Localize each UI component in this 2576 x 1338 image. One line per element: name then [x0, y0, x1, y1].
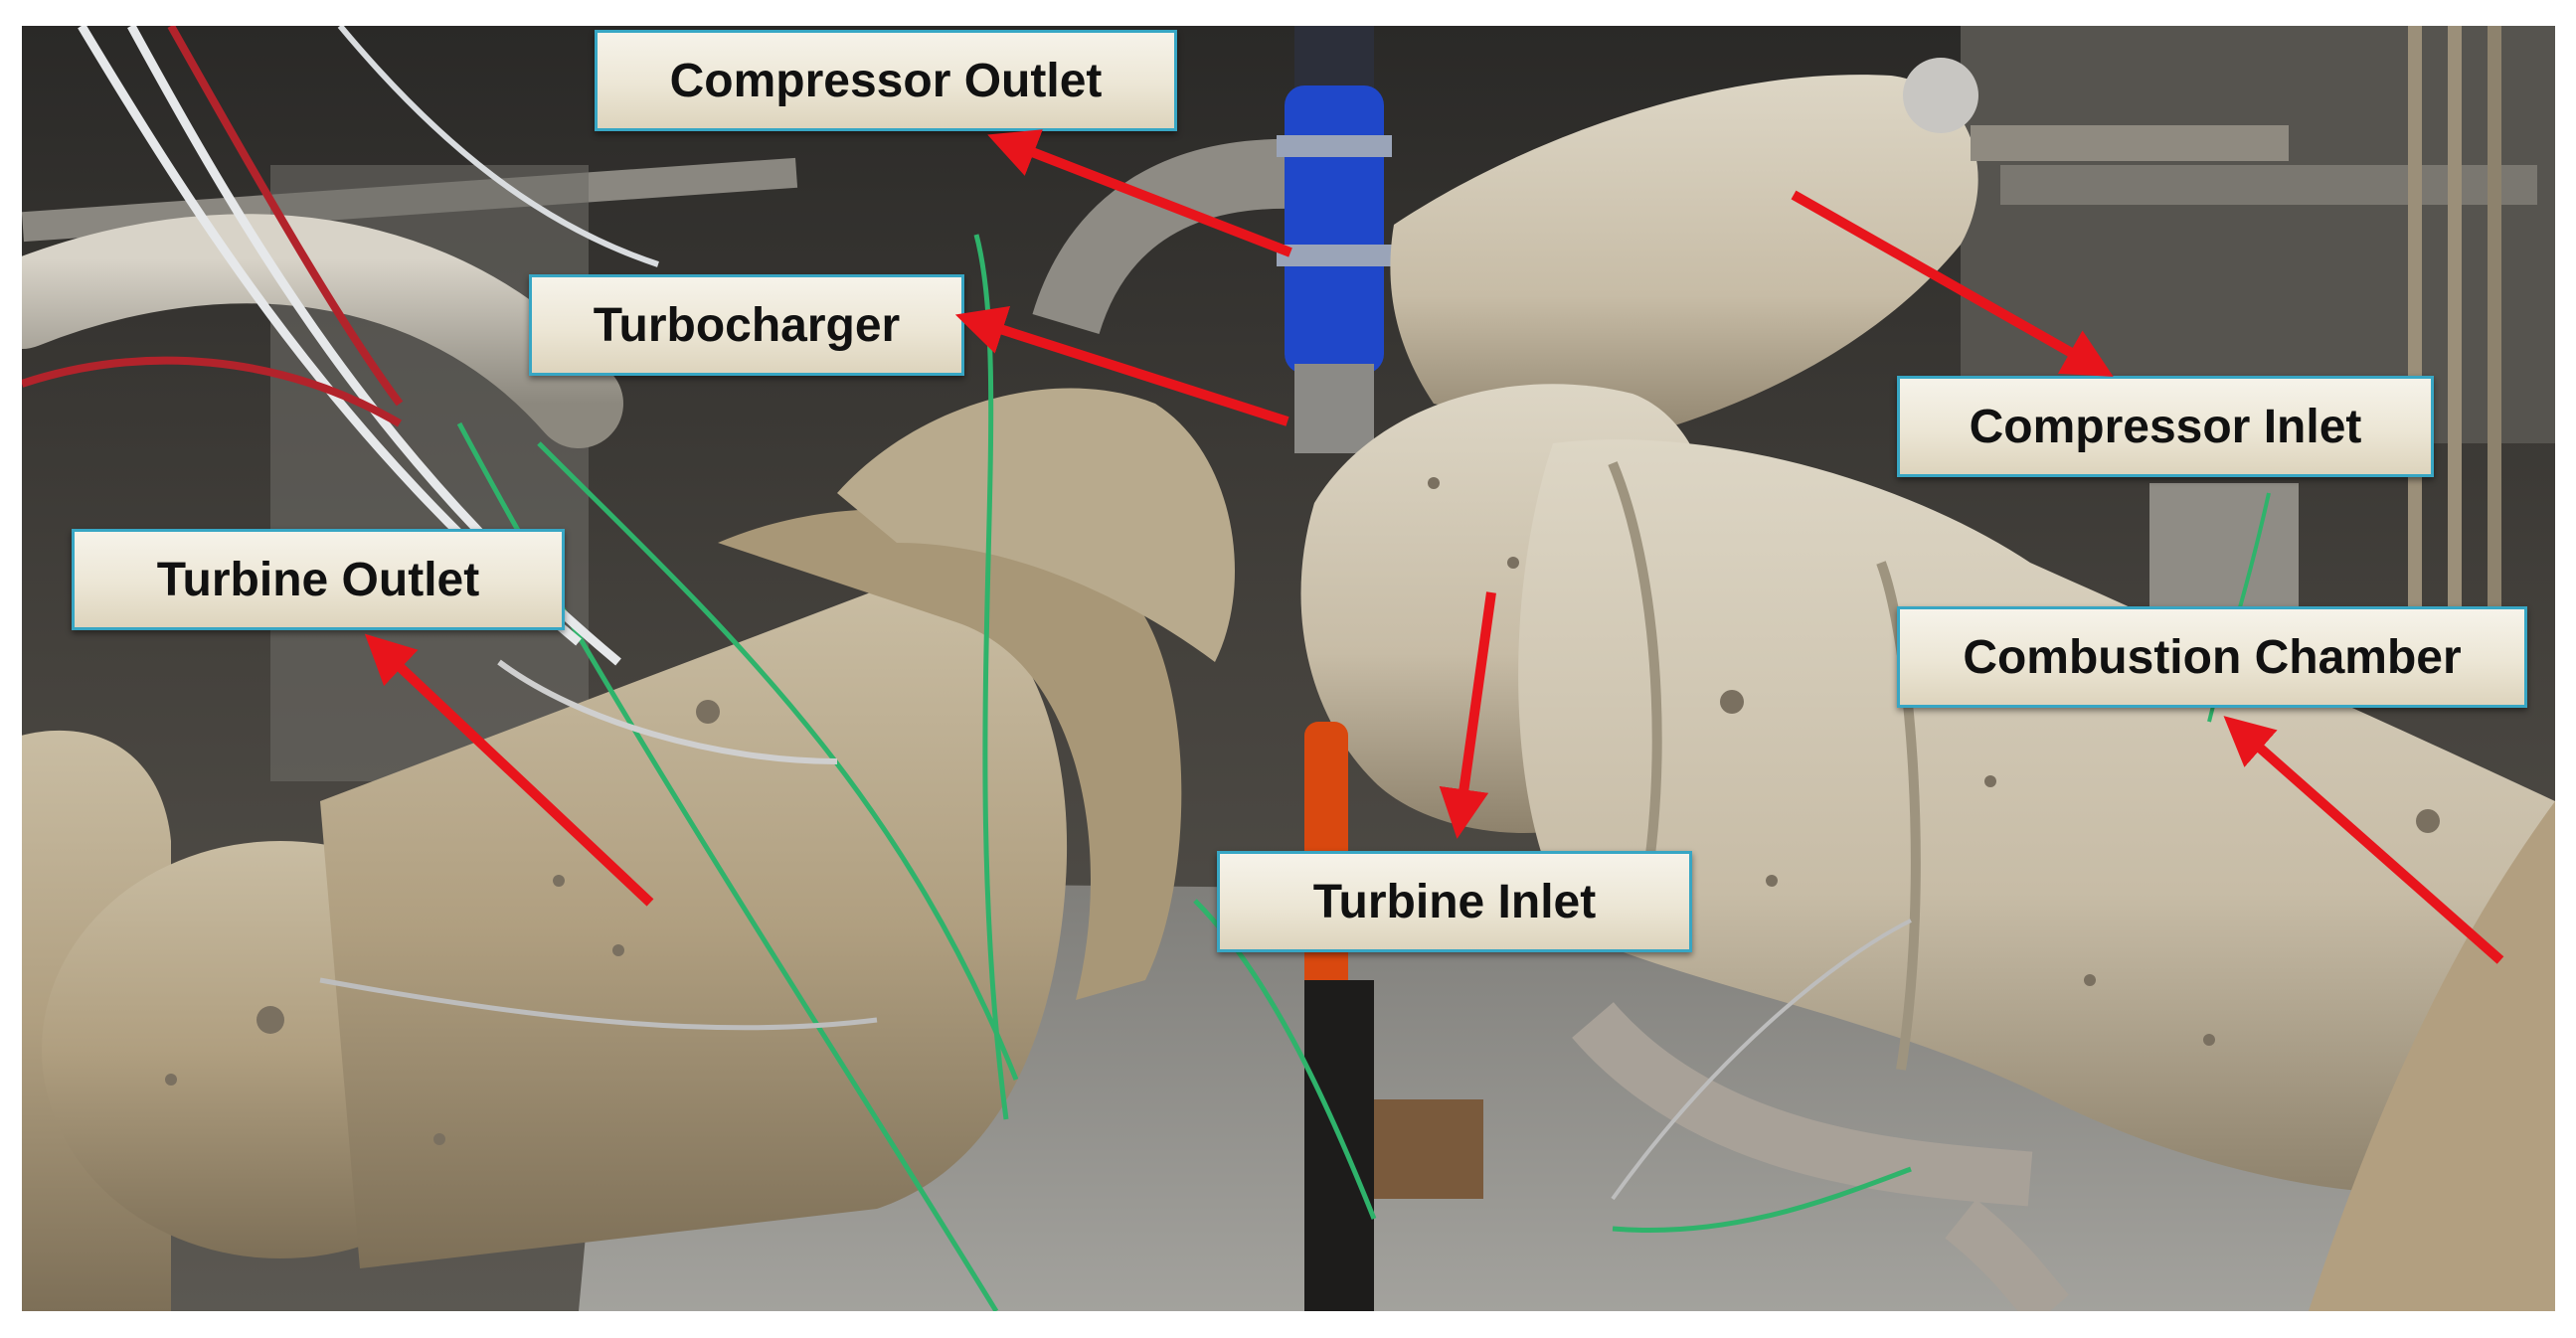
- label-turbine-outlet: Turbine Outlet: [72, 529, 565, 630]
- label-compressor-inlet: Compressor Inlet: [1897, 376, 2434, 477]
- label-turbocharger: Turbocharger: [529, 274, 964, 376]
- label-compressor-outlet: Compressor Outlet: [595, 30, 1177, 131]
- label-turbine-inlet: Turbine Inlet: [1217, 851, 1692, 952]
- label-combustion-chamber: Combustion Chamber: [1897, 606, 2527, 708]
